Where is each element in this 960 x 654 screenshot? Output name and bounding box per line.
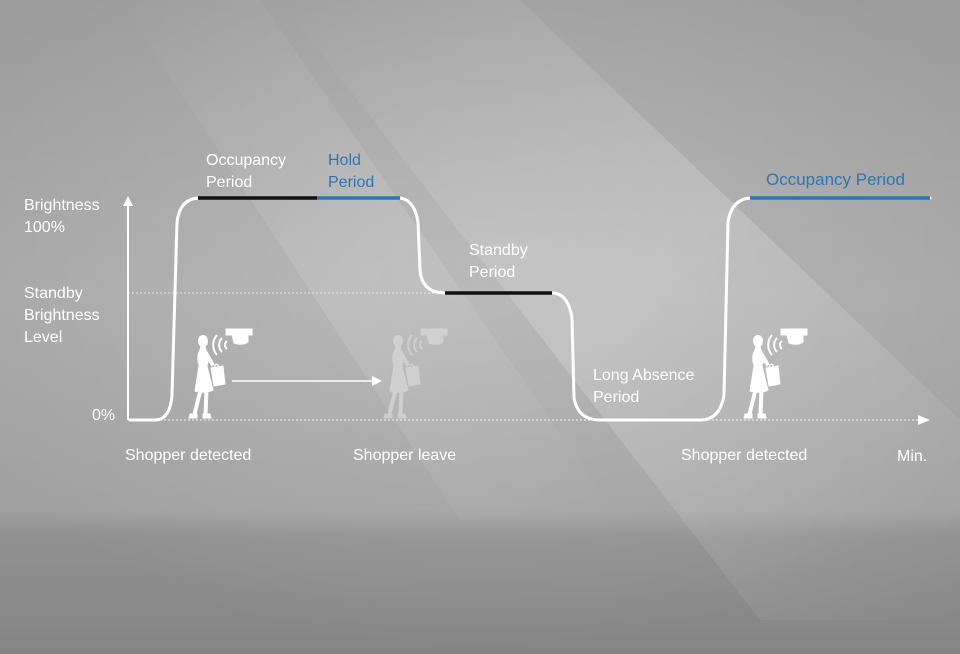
event-label-shopper-detected-1: Shopper detected [125, 447, 251, 464]
y-standby-label: Standby Brightness Level [24, 285, 104, 346]
y-top-label: Brightness 100% [24, 197, 104, 236]
long-absence-period-label: Long Absence Period [593, 367, 699, 406]
occupancy-period-again-label: Occupancy Period [766, 170, 905, 189]
y-zero-label: 0% [92, 407, 115, 424]
hold-period-label: Hold Period [328, 152, 374, 191]
standby-period-label: Standby Period [469, 242, 532, 281]
occupancy-period-label: Occupancy Period [206, 152, 291, 191]
event-label-shopper-detected-2: Shopper detected [681, 447, 807, 464]
event-label-shopper-leave: Shopper leave [353, 447, 456, 464]
y-axis-arrow [123, 196, 133, 206]
x-unit-label: Min. [897, 448, 927, 465]
x-axis-arrow [918, 415, 930, 425]
arrow-right-icon [232, 376, 382, 386]
